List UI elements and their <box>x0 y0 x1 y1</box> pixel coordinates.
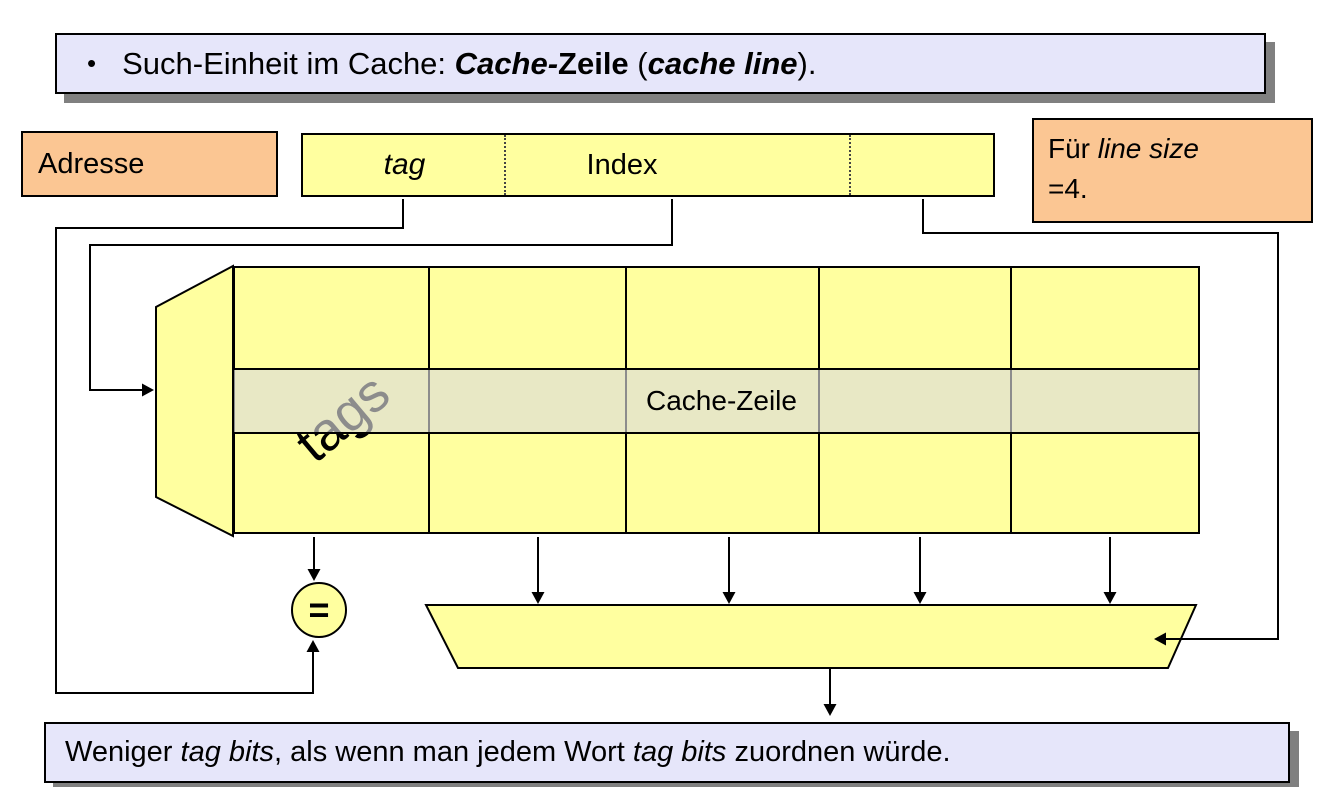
note-seg: tag bits <box>180 736 275 768</box>
line-size-box: Für line size =4. <box>1032 118 1313 223</box>
index-field: Index <box>586 148 658 181</box>
arrowhead-down-icon <box>722 592 736 604</box>
line-size-line1: Für line size <box>1048 129 1311 169</box>
line-size-seg: line size <box>1097 133 1199 164</box>
arrowhead-down-icon <box>531 592 545 604</box>
line-size-seg: Für <box>1048 133 1098 164</box>
note-seg: Weniger <box>65 736 181 768</box>
mux-trapezoid <box>424 604 1198 669</box>
title-seg: Such-Einheit im Cache: <box>122 45 455 81</box>
note-seg: tag bits <box>632 736 727 768</box>
adresse-box: Adresse <box>21 131 278 197</box>
arrowhead-left-icon <box>1154 632 1166 646</box>
tag-path-line <box>55 199 404 694</box>
note-seg: , als wenn man jedem Wort <box>274 736 633 768</box>
note-box: Weniger tag bits, als wenn man jedem Wor… <box>44 722 1290 783</box>
title-seg: Zeile <box>558 45 629 81</box>
arrowhead-up-icon <box>306 640 320 652</box>
cache-line-row <box>233 368 1200 434</box>
tag-field: tag <box>383 148 426 181</box>
title-seg: ). <box>797 45 817 81</box>
note-text: Weniger tag bits, als wenn man jedem Wor… <box>65 736 951 769</box>
bullet-icon: • <box>87 48 97 78</box>
title-seg: ( <box>628 45 648 81</box>
offset-field <box>851 135 995 195</box>
title-text: Such-Einheit im Cache: Cache-Zeile (cach… <box>122 46 816 82</box>
arrowhead-down-icon <box>823 704 837 716</box>
address-register: tag Index <box>301 133 995 197</box>
title-seg: cache line <box>647 45 798 81</box>
arrowhead-down-icon <box>913 592 927 604</box>
offset-path-line <box>922 199 1279 640</box>
arrowhead-down-icon <box>1103 592 1117 604</box>
line-size-line2: =4. <box>1048 173 1088 204</box>
arrowhead-down-icon <box>307 569 321 581</box>
title-box: • Such-Einheit im Cache: Cache-Zeile (ca… <box>55 33 1266 94</box>
equals-comparator: = <box>291 582 347 638</box>
title-seg: Cache- <box>454 45 559 81</box>
cache-line-label: Cache-Zeile <box>646 385 797 416</box>
register-divider <box>504 135 506 195</box>
note-seg: zuordnen würde. <box>726 736 951 768</box>
arrowhead-right-icon <box>142 383 154 397</box>
equals-symbol: = <box>308 589 330 630</box>
index-path-line <box>89 199 673 391</box>
adresse-label: Adresse <box>38 147 145 180</box>
decoder-pentagon <box>155 264 234 538</box>
register-divider <box>849 135 851 195</box>
